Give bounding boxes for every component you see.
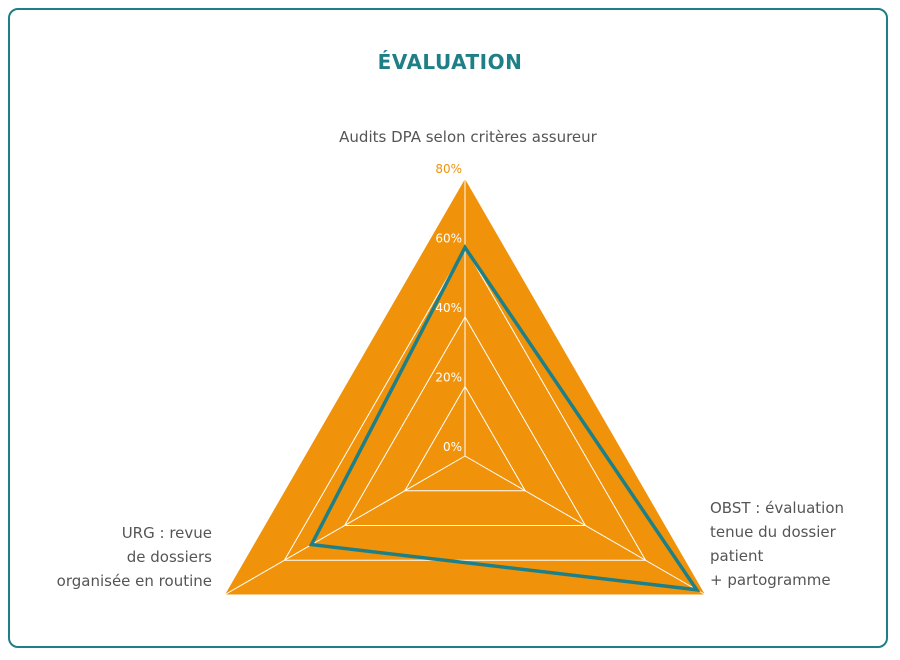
tick-label: 80%: [435, 162, 462, 176]
axis-label: de dossiers: [127, 548, 212, 566]
series-line: [308, 244, 701, 592]
grid-ring: [403, 385, 527, 492]
tick-label: 20%: [435, 371, 462, 385]
axis-label: Audits DPA selon critères assureur: [339, 128, 597, 146]
axis-label: + partogramme: [710, 571, 831, 589]
axis-label: patient: [710, 547, 763, 565]
axis-label: tenue du dossier: [710, 523, 837, 541]
chart-title: ÉVALUATION: [377, 50, 523, 74]
grid-spoke: [464, 455, 707, 596]
chart-frame: [8, 8, 888, 648]
axis-label: OBST : évaluation: [710, 499, 844, 517]
grid-spoke: [223, 455, 466, 596]
tick-label: 60%: [435, 232, 462, 246]
tick-label: 0%: [443, 440, 462, 454]
tick-label: 40%: [435, 301, 462, 315]
axis-label: URG : revue: [122, 524, 212, 542]
axis-label: organisée en routine: [57, 572, 212, 590]
grid-ring: [343, 315, 587, 526]
grid-ring: [283, 246, 647, 561]
